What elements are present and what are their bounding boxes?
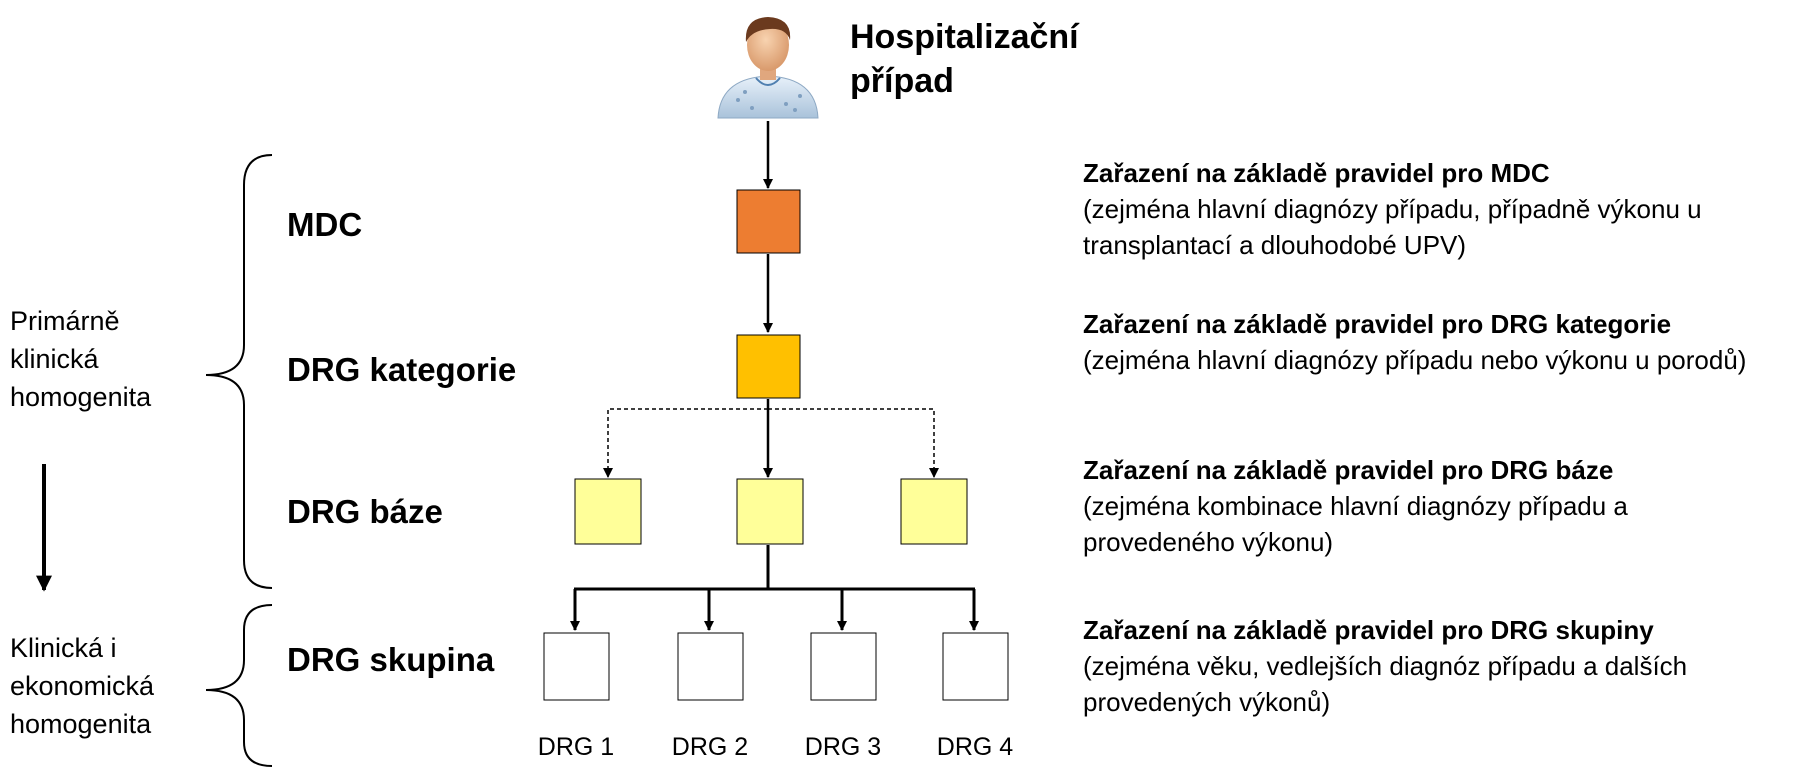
description-heading: Zařazení na základě pravidel pro DRG báz…: [1083, 455, 1614, 485]
group-box-1: [543, 632, 610, 701]
group-box-4: [942, 632, 1009, 701]
drg-label-1: DRG 1: [537, 733, 615, 761]
description-body: (zejména hlavní diagnózy případu nebo vý…: [1083, 345, 1747, 375]
description-body: (zejména hlavní diagnózy případu, případ…: [1083, 194, 1702, 260]
description-base: Zařazení na základě pravidel pro DRG báz…: [1083, 452, 1808, 560]
description-heading: Zařazení na základě pravidel pro DRG kat…: [1083, 309, 1672, 339]
description-heading: Zařazení na základě pravidel pro MDC: [1083, 158, 1550, 188]
side-label-primary: Primárně klinická homogenita: [10, 306, 152, 412]
group-box-2: [677, 632, 744, 701]
drg-label-3: DRG 3: [804, 733, 882, 761]
drg-label-4: DRG 4: [936, 733, 1014, 761]
description-mdc: Zařazení na základě pravidel pro MDC (ze…: [1083, 155, 1808, 263]
category-box: [736, 334, 801, 399]
description-body: (zejména kombinace hlavní diagnózy přípa…: [1083, 491, 1628, 557]
description-category: Zařazení na základě pravidel pro DRG kat…: [1083, 306, 1808, 378]
base-box-left: [574, 478, 642, 545]
drg-label-2: DRG 2: [671, 733, 749, 761]
patient-avatar-icon: [717, 17, 819, 119]
side-label-secondary: Klinická i ekonomická homogenita: [10, 633, 155, 739]
base-box-center: [736, 478, 804, 545]
dashed-branch-right: [768, 408, 939, 478]
brace-primary: [205, 154, 273, 589]
mdc-box: [736, 189, 801, 254]
level-label-category: DRG kategorie: [287, 351, 517, 388]
description-body: (zejména věku, vedlejších diagnóz případ…: [1083, 651, 1688, 717]
level-label-base: DRG báze: [287, 493, 443, 530]
description-heading: Zařazení na základě pravidel pro DRG sku…: [1083, 615, 1654, 645]
description-group: Zařazení na základě pravidel pro DRG sku…: [1083, 612, 1808, 720]
level-label-group: DRG skupina: [287, 641, 495, 678]
dashed-branch-left: [603, 408, 768, 478]
base-box-right: [900, 478, 968, 545]
brace-secondary: [205, 604, 273, 767]
level-label-mdc: MDC: [287, 206, 363, 243]
diagram-title: Hospitalizační případ: [850, 18, 1079, 100]
group-box-3: [810, 632, 877, 701]
